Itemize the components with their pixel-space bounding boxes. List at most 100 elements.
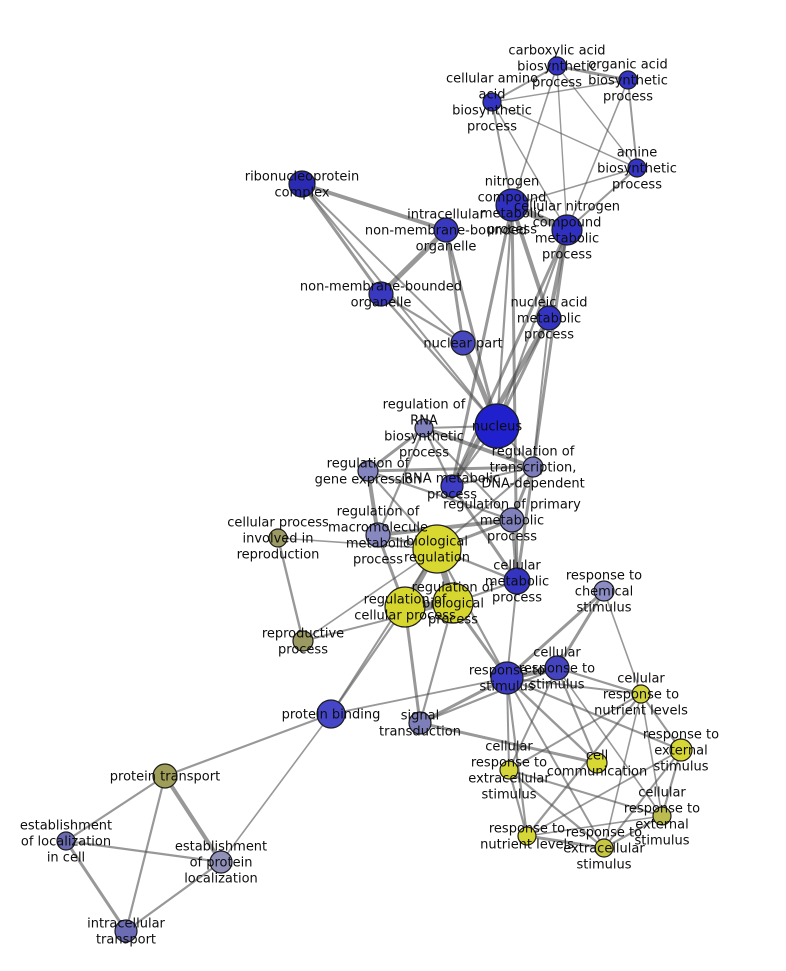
graph-edge-intra_nmb--nmb: [378, 227, 449, 297]
graph-edge-est_loc_cell--est_prot_loc: [64, 839, 223, 864]
graph-node-rna_metabolic[interactable]: [440, 474, 464, 498]
graph-edge-resp_stim--resp_chem: [505, 589, 606, 680]
graph-node-cellular_amino[interactable]: [482, 92, 502, 112]
edge-layer: [64, 64, 683, 933]
graph-node-reg_cellular[interactable]: [384, 586, 426, 628]
graph-node-resp_stim[interactable]: [490, 661, 524, 695]
graph-edge-nmb--nucleus: [379, 292, 499, 428]
graph-node-bio_reg[interactable]: [412, 524, 462, 574]
graph-edge-cellular_amino--amine: [491, 101, 638, 169]
graph-edge-rnp--nuclear_part: [301, 183, 464, 344]
graph-edge-cell_resp_stim--resp_chem: [555, 589, 606, 670]
graph-node-cell_resp_nutrient[interactable]: [631, 684, 651, 704]
graph-node-organic[interactable]: [618, 70, 638, 90]
graph-edge-intra_nmb--nuclear_part: [444, 228, 465, 345]
graph-edge-resp_external--resp_nutrient: [526, 749, 682, 837]
graph-edge-reg_rna_biosyn--reg_gene_expr: [366, 426, 426, 473]
graph-node-cell_comm[interactable]: [586, 752, 608, 774]
graph-edge-reg_rna_biosyn--reg_transcription: [422, 426, 535, 469]
graph-node-resp_extracell[interactable]: [594, 838, 614, 858]
graph-node-reg_primary[interactable]: [499, 507, 525, 533]
graph-node-resp_chem[interactable]: [593, 580, 615, 602]
graph-node-cell_resp_external[interactable]: [652, 806, 672, 826]
graph-edge-carboxylic--cell_nitrogen: [556, 65, 568, 231]
graph-node-reg_gene_expr[interactable]: [357, 460, 379, 482]
graph-node-carboxylic[interactable]: [547, 56, 567, 76]
graph-edge-cell_resp_stim--cell_resp_external: [556, 667, 663, 817]
graph-node-resp_nutrient[interactable]: [517, 826, 537, 846]
graph-node-reg_macromol[interactable]: [365, 522, 391, 548]
graph-edge-resp_nutrient--cell_resp_external: [526, 815, 663, 837]
graph-edge-organic--cell_nitrogen: [566, 79, 629, 231]
graph-edge-cell_resp_extracell--resp_extracell: [507, 768, 606, 850]
graph-edge-cell_resp_extracell--resp_nutrient: [507, 768, 529, 838]
graph-edge-rna_metabolic--reg_transcription: [451, 466, 534, 487]
graph-edge-resp_stim--resp_extracell: [506, 677, 605, 849]
graph-node-rnp[interactable]: [288, 170, 316, 198]
graph-edge-reg_gene_expr--reg_transcription: [366, 465, 535, 473]
graph-edge-reg_rna_biosyn--reg_primary: [423, 427, 513, 521]
graph-node-resp_external[interactable]: [669, 738, 693, 762]
graph-node-reg_rna_biosyn[interactable]: [414, 418, 434, 438]
graph-edge-carboxylic--cellular_amino: [491, 65, 558, 103]
graph-node-intra_nmb[interactable]: [433, 217, 459, 243]
graph-edge-repro--bio_reg: [302, 548, 438, 642]
graph-node-reg_transcription[interactable]: [522, 456, 544, 478]
graph-node-cpir[interactable]: [268, 528, 288, 548]
graph-edge-cell_resp_nutrient--resp_extracell: [603, 693, 642, 849]
graph-edge-nucleus--nitrogen: [495, 203, 514, 428]
graph-edge-resp_stim--cell_resp_nutrient: [506, 677, 642, 695]
graph-node-protein_transport[interactable]: [152, 763, 178, 789]
graph-edge-protein_transport--est_loc_cell: [64, 774, 167, 843]
graph-edge-cpir--repro: [276, 536, 305, 643]
graph-edge-repro--reg_biological: [302, 602, 454, 642]
graph-edge-cellular_amino--cell_nitrogen: [491, 101, 568, 231]
graph-edge-cell_resp_extracell--cell_resp_external: [508, 769, 663, 817]
graph-edge-protein_transport--intra_transport: [124, 774, 167, 933]
graph-edge-cell_resp_stim--cell_comm: [555, 666, 599, 765]
graph-edge-protein_transport--est_prot_loc: [163, 774, 223, 864]
graph-edge-resp_stim--resp_nutrient: [505, 676, 529, 838]
graph-edge-rna_metabolic--cell_metabolic: [450, 484, 519, 583]
graph-node-cell_metabolic[interactable]: [503, 567, 531, 595]
graph-edge-carboxylic--organic: [555, 64, 630, 82]
graph-edge-resp_extracell--cell_resp_external: [602, 814, 664, 850]
graph-edge-resp_external--resp_extracell: [603, 749, 682, 849]
graph-node-amine[interactable]: [627, 158, 647, 178]
graph-node-signal_transduction[interactable]: [408, 711, 432, 735]
graph-node-est_loc_cell[interactable]: [56, 831, 76, 851]
graph-edge-resp_nutrient--resp_extracell: [525, 834, 606, 850]
graph-edge-organic--amine: [627, 79, 638, 169]
graph-node-reg_biological[interactable]: [432, 582, 474, 624]
graph-edge-protein_binding--est_prot_loc: [220, 713, 332, 863]
graph-edge-cell_resp_nutrient--resp_nutrient: [525, 692, 643, 838]
graph-node-est_prot_loc[interactable]: [209, 850, 233, 874]
graph-node-protein_binding[interactable]: [316, 699, 346, 729]
graph-edge-amine--nitrogen: [511, 167, 638, 206]
graph-edge-rnp--nmb: [300, 182, 383, 296]
graph-node-nucleus[interactable]: [474, 403, 520, 449]
graph-edge-cpir--bio_reg: [277, 537, 438, 550]
graph-edge-nmb--nuclear_part: [379, 292, 465, 345]
graph-edge-protein_binding--resp_stim: [330, 677, 508, 715]
graph-edge-cellular_amino--nitrogen: [491, 101, 513, 206]
graph-node-nitrogen[interactable]: [495, 188, 529, 222]
graph-node-cell_resp_extracell[interactable]: [499, 760, 519, 780]
graph-node-repro[interactable]: [292, 630, 314, 652]
graph-node-cell_nitrogen[interactable]: [551, 214, 583, 246]
graph-node-nmb[interactable]: [368, 281, 394, 307]
graph-node-intra_transport[interactable]: [114, 919, 138, 943]
graph-edge-cell_resp_stim--cell_resp_nutrient: [555, 666, 643, 696]
graph-node-nuclear_part[interactable]: [450, 330, 476, 356]
graph-edge-organic--cellular_amino: [491, 79, 629, 103]
graph-edge-est_loc_cell--intra_transport: [64, 839, 128, 933]
graph-node-cell_resp_stim[interactable]: [544, 655, 570, 681]
graph-node-nucleic[interactable]: [536, 305, 562, 331]
graph-edge-nitrogen--rna_metabolic: [450, 203, 514, 488]
graph-edge-est_prot_loc--intra_transport: [124, 860, 223, 933]
graph-edge-protein_binding--bio_reg: [330, 548, 438, 715]
graph-edge-reg_biological--signal_transduction: [418, 601, 455, 725]
graph-edge-cell_resp_nutrient--cell_resp_extracell: [508, 693, 642, 771]
